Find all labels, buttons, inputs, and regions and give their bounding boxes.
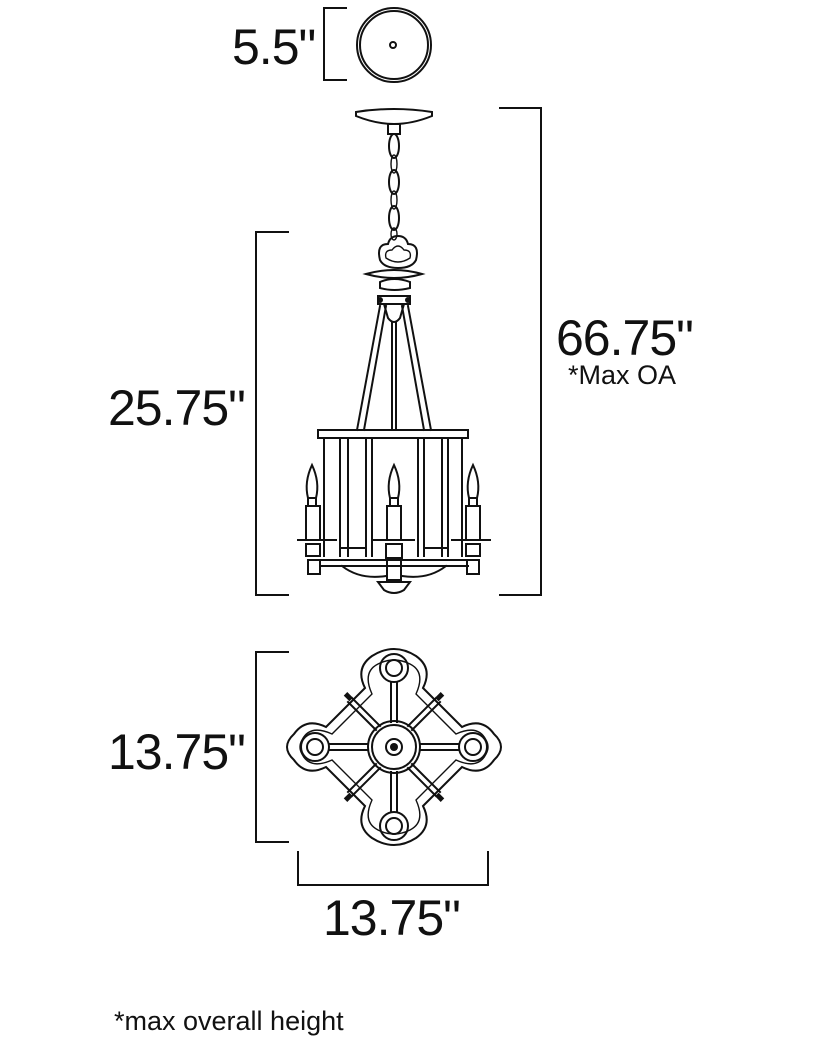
candle-right-icon xyxy=(465,462,481,575)
chain-icon xyxy=(388,133,400,241)
top-view-width-bracket xyxy=(297,851,489,886)
fixture-height-bracket xyxy=(255,231,289,596)
top-view-depth-bracket xyxy=(255,651,289,843)
fixture-width-label: 13.75" xyxy=(323,890,461,946)
overall-height-note: *Max OA xyxy=(568,360,677,390)
chandelier-side-icon xyxy=(297,108,491,594)
candle-left-icon xyxy=(305,462,321,575)
chandelier-top-icon xyxy=(286,648,502,846)
candle-center-icon xyxy=(385,462,403,581)
overall-height-bracket xyxy=(499,107,542,596)
fixture-depth-label: 13.75" xyxy=(108,724,246,780)
fixture-height-label: 25.75" xyxy=(108,380,246,436)
footnote: *max overall height xyxy=(114,1006,344,1036)
overall-height-label: 66.75" xyxy=(556,310,694,366)
canopy-top-view xyxy=(323,7,432,83)
canopy-diameter-label: 5.5" xyxy=(232,19,316,75)
